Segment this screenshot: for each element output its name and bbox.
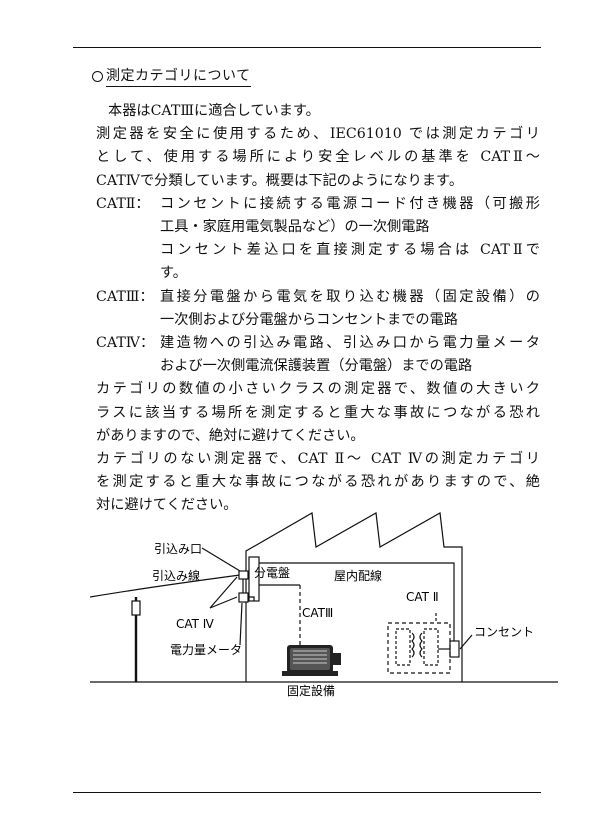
- measurement-category-diagram: 引込み口 引込み線 CAT Ⅳ 電力量メータ 分電盤 屋内配線 CATⅢ CAT…: [90, 512, 558, 698]
- meter-box: [238, 592, 249, 603]
- paragraph-compliance: 本器はCATⅢに適合しています。: [108, 103, 320, 119]
- cat4-arrow-2: [209, 596, 238, 609]
- label-cat2: CAT Ⅱ: [406, 590, 439, 604]
- category-line: コンセントに接続する電源コード付き機器（可搬形: [160, 195, 540, 212]
- label-distribution-panel: 分電盤: [254, 566, 290, 580]
- label-service-entrance: 引込み口: [154, 542, 202, 556]
- cat4-arrow-1: [209, 576, 238, 609]
- category-cat2: CATⅡ： コンセントに接続する電源コード付き機器（可搬形 工具・家庭用電気製品…: [96, 193, 540, 286]
- cat2-dashed-box: [387, 622, 451, 674]
- label-service-drop: 引込み線: [152, 568, 200, 583]
- warning-line: を測定すると重大な事故につながる恐れがありますので、絶: [96, 474, 540, 491]
- category-cat3: CATⅢ： 直接分電盤から電気を取り込む機器（固定設備）の 一次側および分電盤か…: [96, 286, 540, 332]
- meter-leader: [239, 602, 243, 646]
- category-line: 工具・家庭用電気製品など）の一次側電路: [160, 219, 430, 236]
- category-label: CATⅢ：: [96, 288, 154, 305]
- body-text: 本器はCATⅢに適合しています。 測定器を安全に使用するため、IEC61010 …: [96, 100, 540, 518]
- warning-line: 対に避けてください。: [96, 497, 238, 514]
- label-indoor-wiring: 屋内配線: [334, 568, 382, 583]
- paragraph-category-intro: 測定器を安全に使用するため、IEC61010 では測定カテゴリ として、使用する…: [96, 123, 540, 193]
- transformer-coil-left: [411, 632, 415, 658]
- indoor-wiring: [259, 562, 455, 641]
- fixed-equipment-motor: [282, 645, 341, 676]
- service-drop-wire: [90, 574, 241, 598]
- category-cat4: CATⅣ： 建造物への引込み電路、引込み口から電力量メータ および一次側電流保護…: [96, 332, 540, 378]
- label-outlet: コンセント: [474, 625, 534, 639]
- circle-bullet-icon: [92, 70, 103, 82]
- section-title: 測定カテゴリについて: [106, 65, 251, 87]
- top-rule: [73, 47, 541, 48]
- meter-to-panel-wire: [248, 596, 255, 601]
- label-meter: 電力量メータ: [170, 643, 242, 657]
- category-line: 直接分電盤から電気を取り込む機器（固定設備）の: [160, 288, 540, 305]
- text-line: CATⅣで分類しています。概要は下記のようになります。: [96, 172, 464, 189]
- category-label: CATⅣ：: [96, 335, 155, 352]
- label-cat3: CATⅢ: [302, 606, 333, 620]
- section-heading: 測定カテゴリについて: [92, 65, 251, 87]
- category-line: 建造物への引込み電路、引込み口から電力量メータ: [160, 335, 540, 352]
- building-outline: [245, 512, 463, 682]
- category-list: CATⅡ： コンセントに接続する電源コード付き機器（可搬形 工具・家庭用電気製品…: [96, 193, 540, 518]
- category-line: す。: [160, 265, 187, 282]
- label-fixed-equipment: 固定設備: [287, 683, 335, 698]
- category-label: CATⅡ：: [96, 195, 150, 212]
- category-line: および一次側電流保護装置（分電盤）までの電路: [160, 358, 473, 375]
- pole-transformer: [131, 600, 141, 616]
- transformer-core-left: [395, 628, 411, 666]
- warning-line: カテゴリのない測定器で、CAT Ⅱ～ CAT Ⅳの測定カテゴリ: [96, 451, 540, 468]
- warning-line: カテゴリの数値の小さいクラスの測定器で、数値の大きいク: [96, 381, 540, 398]
- text-line: 測定器を安全に使用するため、IEC61010 では測定カテゴリ: [96, 126, 540, 143]
- transformer-coil-right: [419, 632, 423, 658]
- transformer-core-right: [423, 628, 439, 666]
- service-entrance-box: [238, 570, 249, 580]
- category-line: コンセント差込口を直接測定する場合は CATⅡで: [160, 242, 540, 259]
- text-line: として、使用する場所により安全レベルの基準を CATⅡ～: [96, 149, 540, 166]
- label-cat4: CAT Ⅳ: [176, 617, 214, 631]
- outlet-box: [449, 640, 460, 658]
- consent-leader: [459, 634, 473, 650]
- entrance-leader: [201, 547, 241, 572]
- bottom-rule: [73, 792, 541, 793]
- warning-line: ラスに該当する場所を測定すると重大な事故につながる恐れ: [96, 404, 540, 421]
- category-line: 一次側および分電盤からコンセントまでの電路: [160, 311, 458, 328]
- warning-line: がありますので、絶対に避けてください。: [96, 427, 365, 444]
